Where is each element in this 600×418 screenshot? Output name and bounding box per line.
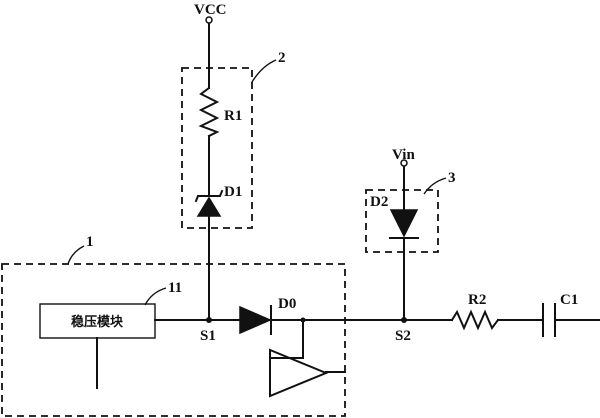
regulator-module-box [39,303,156,339]
node-s2 [401,317,407,323]
label-vcc: VCC [194,2,227,18]
capacitor-c1 [542,303,556,337]
callout-leader-1 [67,245,85,265]
label-d2: D2 [370,194,388,210]
regulator-module-label: 稳压模块 [71,314,124,330]
block-3-outline [365,189,439,253]
label-vin: Vin [392,147,415,163]
callout-label-3: 3 [448,170,456,186]
wires [96,21,600,389]
callout-leader-3 [423,177,447,195]
callout-leader-2 [251,59,277,83]
label-r2: R2 [468,292,486,308]
callout-label-1: 1 [86,234,94,250]
label-d1: D1 [224,184,242,200]
label-s1: S1 [200,328,216,344]
node-d0-cathode [300,317,306,323]
label-c1: C1 [560,292,578,308]
resistor-r2 [450,309,500,331]
diode-d2 [389,209,419,239]
vin-terminal [400,159,408,167]
callout-label-11: 11 [168,280,182,296]
diode-d0 [239,305,272,335]
diode-d1 [194,189,224,217]
label-d0: D0 [278,296,296,312]
callout-label-2: 2 [278,50,286,66]
node-s1 [206,317,212,323]
comparator-triangle [269,348,329,398]
vcc-terminal [205,16,213,24]
label-s2: S2 [395,328,411,344]
resistor-r1 [198,86,220,138]
block-2-outline [181,67,253,229]
block-1-outline [1,263,346,417]
callout-leader-11 [144,287,167,306]
label-r1: R1 [224,108,242,124]
